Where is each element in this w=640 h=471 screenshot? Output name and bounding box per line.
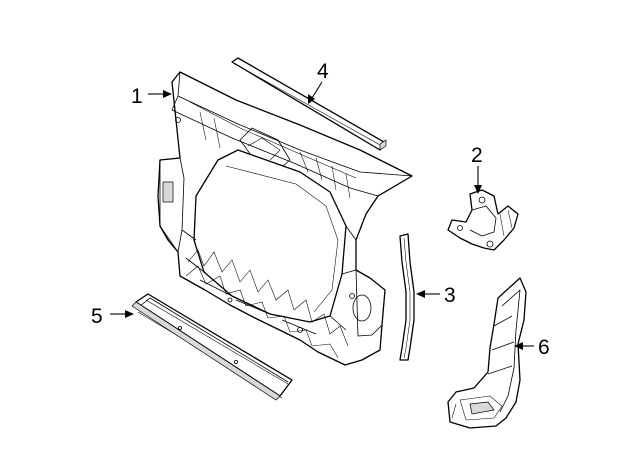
callout-4: 4: [317, 60, 329, 83]
part-2-latch-bracket[interactable]: [447, 189, 519, 251]
leader-lines: [110, 81, 534, 350]
callout-1: 1: [131, 85, 143, 108]
part-1-radiator-support[interactable]: [157, 71, 413, 366]
callout-2: 2: [471, 144, 483, 167]
part-5-lower-tie-bar[interactable]: [131, 293, 293, 401]
callout-3: 3: [444, 284, 456, 307]
callout-6: 6: [538, 336, 550, 359]
part-6-air-deflector[interactable]: [447, 277, 527, 429]
part-3-side-seal[interactable]: [399, 233, 415, 361]
callout-5: 5: [91, 305, 103, 328]
